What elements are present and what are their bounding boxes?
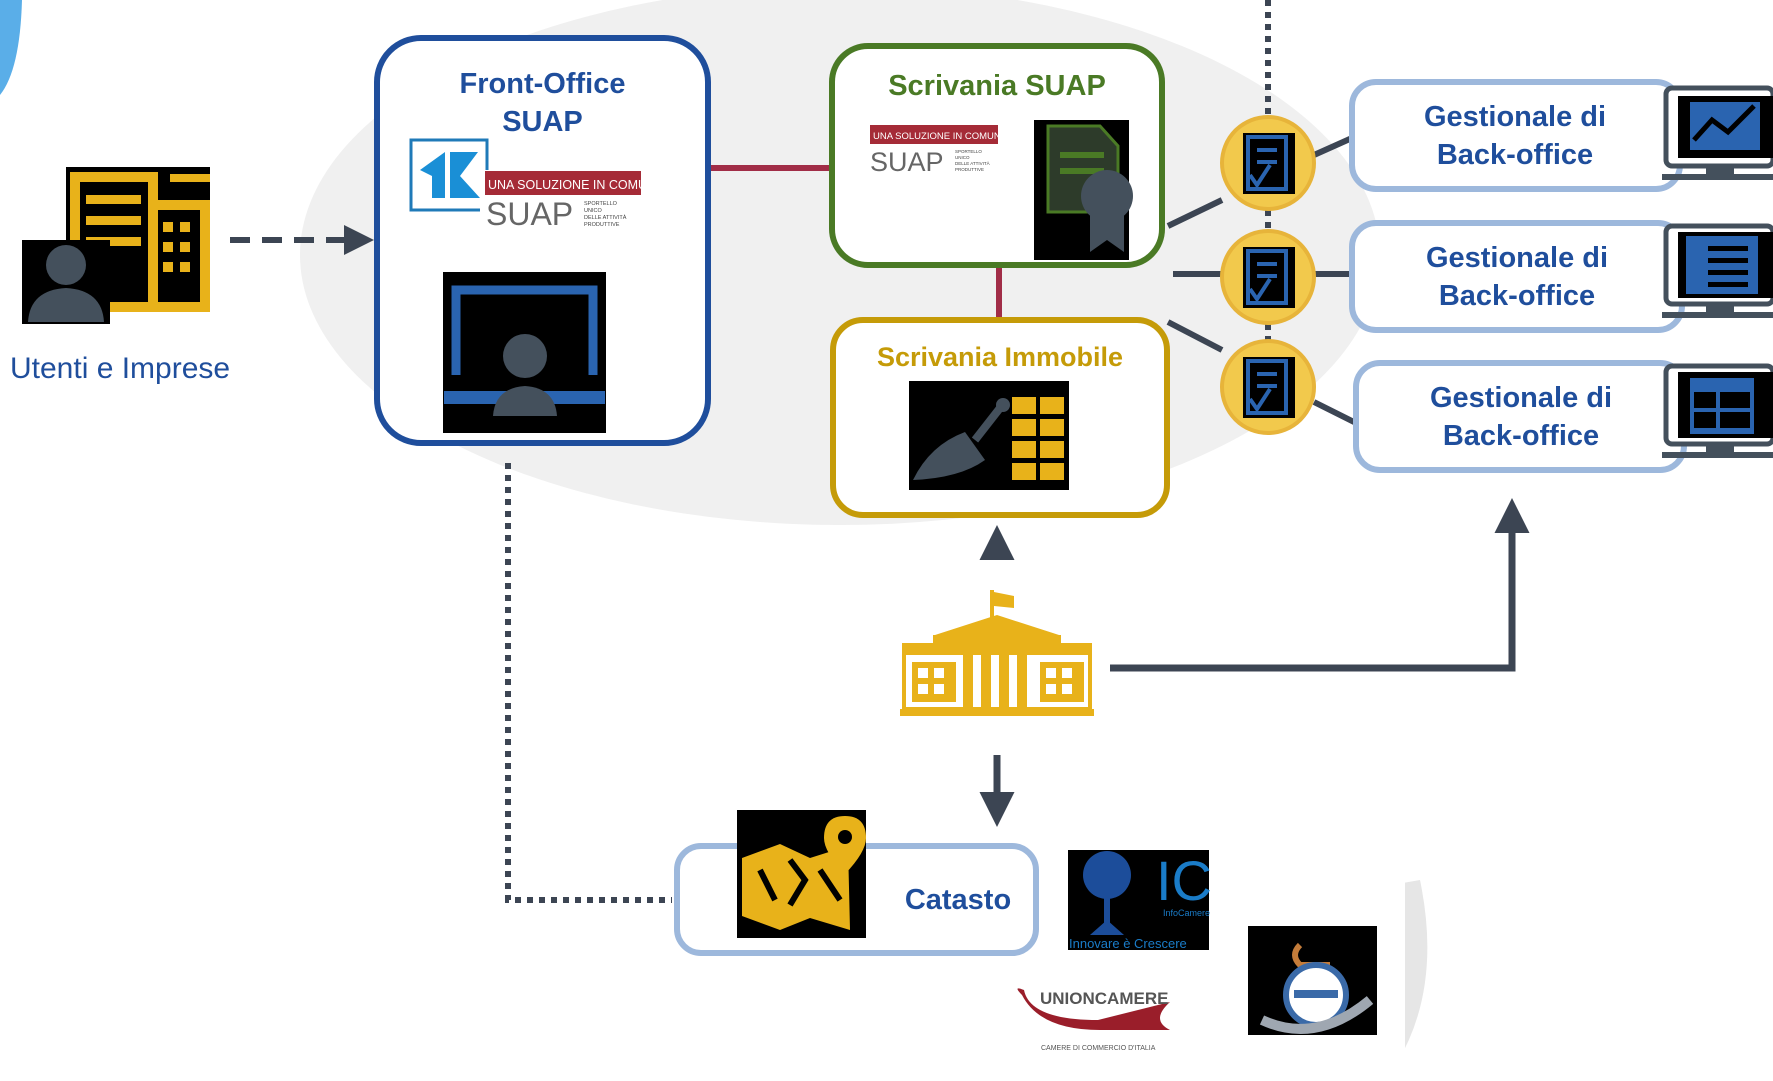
- front-office-logo-mark: [409, 138, 489, 212]
- arrow-municipality-to-backoffice: [1110, 498, 1530, 672]
- svg-text:IC: IC: [1156, 849, 1212, 912]
- front-office-title: Front-Office SUAP: [420, 65, 665, 141]
- svg-text:SPORTELLO: SPORTELLO: [955, 149, 982, 154]
- users-businesses-icon: [22, 167, 210, 324]
- backoffice-label-2: Gestionale di Back-office: [1382, 239, 1652, 315]
- front-office-title-line1: Front-Office: [459, 68, 626, 100]
- procedure-badge-2: [1220, 229, 1316, 325]
- svg-text:CAMERE DI COMMERCIO D'ITALIA: CAMERE DI COMMERCIO D'ITALIA: [1041, 1045, 1156, 1052]
- municipality-building-icon: [900, 590, 1094, 716]
- backoffice-label-2-line2: Back-office: [1438, 280, 1596, 312]
- table-monitor-icon: [1662, 363, 1773, 458]
- agenzia-entrate-logo: [1248, 926, 1377, 1035]
- front-office-title-line2: SUAP: [502, 106, 583, 138]
- line-badge3-backoffice3: [1312, 399, 1360, 427]
- svg-text:UNA SOLUZIONE IN COMUNE: UNA SOLUZIONE IN COMUNE: [488, 178, 664, 192]
- svg-text:UNA SOLUZIONE IN COMUNE: UNA SOLUZIONE IN COMUNE: [873, 131, 1007, 142]
- svg-text:SUAP: SUAP: [486, 196, 573, 232]
- svg-text:SPORTELLO: SPORTELLO: [584, 201, 618, 207]
- cadastral-map-icon: [737, 810, 866, 938]
- document-monitor-icon: [1662, 223, 1773, 318]
- svg-text:DELLE ATTIVITÀ: DELLE ATTIVITÀ: [584, 214, 627, 221]
- svg-text:PRODUTTIVE: PRODUTTIVE: [955, 167, 984, 172]
- front-office-desk-person-icon: [443, 272, 606, 433]
- backoffice-label-3-line2: Back-office: [1442, 420, 1600, 452]
- scrivania-suap-logo: UNA SOLUZIONE IN COMUNE SUAP SPORTELLO U…: [868, 124, 1007, 177]
- backoffice-label-2-line1: Gestionale di: [1425, 242, 1609, 274]
- line-suap-badge3: [1166, 319, 1224, 353]
- svg-text:PRODUTTIVE: PRODUTTIVE: [584, 222, 620, 228]
- scrivania-immobile-title: Scrivania Immobile: [876, 342, 1124, 372]
- construction-trowel-bricks-icon: [909, 381, 1069, 490]
- infocamere-logo: IC InfoCamere Innovare è Crescere: [1068, 849, 1212, 951]
- backoffice-label-1-line2: Back-office: [1436, 139, 1594, 171]
- backoffice-label-1-line1: Gestionale di: [1423, 101, 1607, 133]
- svg-text:UNICO: UNICO: [955, 155, 970, 160]
- front-office-suap-logo: UNA SOLUZIONE IN COMUNE SUAP SPORTELLO U…: [480, 170, 664, 232]
- backoffice-label-3: Gestionale di Back-office: [1386, 379, 1656, 455]
- chart-monitor-icon: [1662, 85, 1773, 180]
- svg-text:UNICO: UNICO: [584, 208, 602, 214]
- certified-document-icon: [1034, 120, 1133, 260]
- users-label: Utenti e Imprese: [10, 352, 231, 385]
- svg-text:InfoCamere: InfoCamere: [1163, 908, 1210, 918]
- backoffice-label-3-line1: Gestionale di: [1429, 382, 1613, 414]
- procedure-badge-3: [1220, 339, 1316, 435]
- catasto-label: Catasto: [904, 884, 1012, 916]
- svg-text:DELLE ATTIVITÀ: DELLE ATTIVITÀ: [955, 160, 990, 166]
- line-suap-badge1: [1166, 197, 1224, 229]
- svg-text:Innovare è Crescere: Innovare è Crescere: [1069, 936, 1187, 951]
- svg-text:SUAP: SUAP: [870, 147, 944, 177]
- backoffice-label-1: Gestionale di Back-office: [1380, 98, 1650, 174]
- procedure-badge-1: [1220, 115, 1316, 211]
- unioncamere-logo: UNIONCAMERE CAMERE DI COMMERCIO D'ITALIA: [1017, 988, 1170, 1052]
- scrivania-suap-title: Scrivania SUAP: [888, 70, 1106, 102]
- dotted-frontoffice-to-catasto: [505, 463, 672, 903]
- svg-text:UNIONCAMERE: UNIONCAMERE: [1040, 989, 1168, 1008]
- corner-blob: [0, 0, 22, 95]
- line-badge1-backoffice1: [1312, 135, 1354, 158]
